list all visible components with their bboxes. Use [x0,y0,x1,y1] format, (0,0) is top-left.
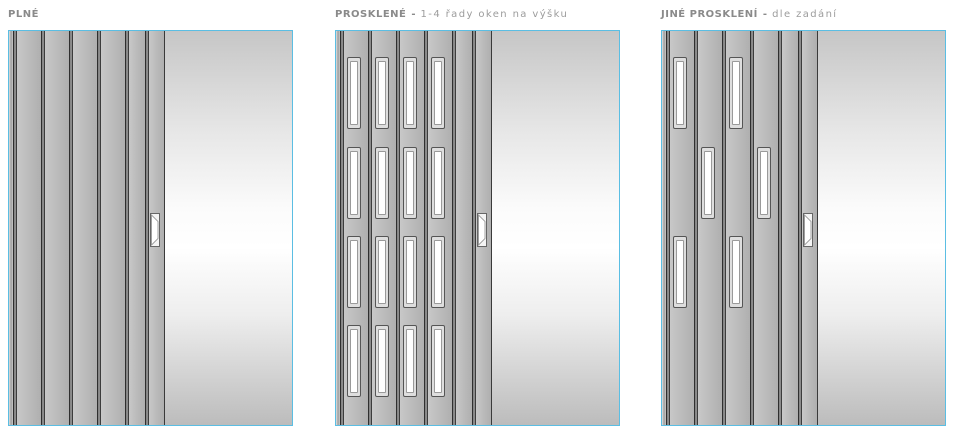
variant-subtitle: 1-4 řady oken na výšku [420,9,569,20]
glass-pane [673,57,687,129]
door-jamb-strip [336,31,340,425]
glass-pane [347,325,361,397]
glass-pane [701,147,715,219]
variant-separator: - [411,9,416,20]
variant-subtitle: dle zadání [772,9,838,20]
glass-pane [431,325,445,397]
door-leaf [722,31,750,425]
door-leaf [41,31,69,425]
variant-separator: - [762,9,768,20]
variant-title: PLNÉ [8,9,39,20]
glass-pane [347,147,361,219]
door-leaf [340,31,368,425]
glass-pane [757,147,771,219]
door-opening [818,31,945,425]
glass-pane [375,57,389,129]
door-jamb-strip [662,31,666,425]
variant-title: JINÉ PROSKLENÍ [661,9,758,20]
glass-pane [729,57,743,129]
door-leaf [69,31,97,425]
door-glazed [335,30,620,426]
door-jamb-strip [9,31,13,425]
door-leaf [97,31,125,425]
variant-title: PROSKLENÉ [335,9,407,20]
door-handle-icon [477,213,487,247]
folding-leaves [336,31,492,425]
door-leaf [666,31,694,425]
door-leaf [424,31,452,425]
variant-heading-custom-glazed: JINÉ PROSKLENÍ-dle zadání [661,7,838,23]
door-leaf [13,31,41,425]
glass-pane [431,57,445,129]
folding-leaves [9,31,165,425]
door-leaf [694,31,722,425]
glass-pane [403,236,417,308]
folding-leaves [662,31,818,425]
glass-pane [375,325,389,397]
door-leaf-with-handle [798,31,818,425]
door-leaf [125,31,145,425]
door-handle-icon [803,213,813,247]
glass-pane [431,147,445,219]
glass-pane [431,236,445,308]
glass-pane [375,236,389,308]
door-handle-icon [150,213,160,247]
variant-heading-solid: PLNÉ [8,7,39,23]
door-leaf [396,31,424,425]
door-custom-glazed [661,30,946,426]
glass-pane [403,147,417,219]
glass-pane [347,57,361,129]
glass-pane [403,325,417,397]
door-leaf [368,31,396,425]
door-leaf [778,31,798,425]
door-leaf [750,31,778,425]
glass-pane [403,57,417,129]
door-leaf-with-handle [145,31,165,425]
glass-pane [347,236,361,308]
door-leaf-with-handle [472,31,492,425]
glass-pane [375,147,389,219]
glass-pane [673,236,687,308]
glass-pane [729,236,743,308]
door-solid [8,30,293,426]
door-opening [492,31,619,425]
door-leaf [452,31,472,425]
door-opening [165,31,292,425]
variant-heading-glazed: PROSKLENÉ-1-4 řady oken na výšku [335,7,568,23]
